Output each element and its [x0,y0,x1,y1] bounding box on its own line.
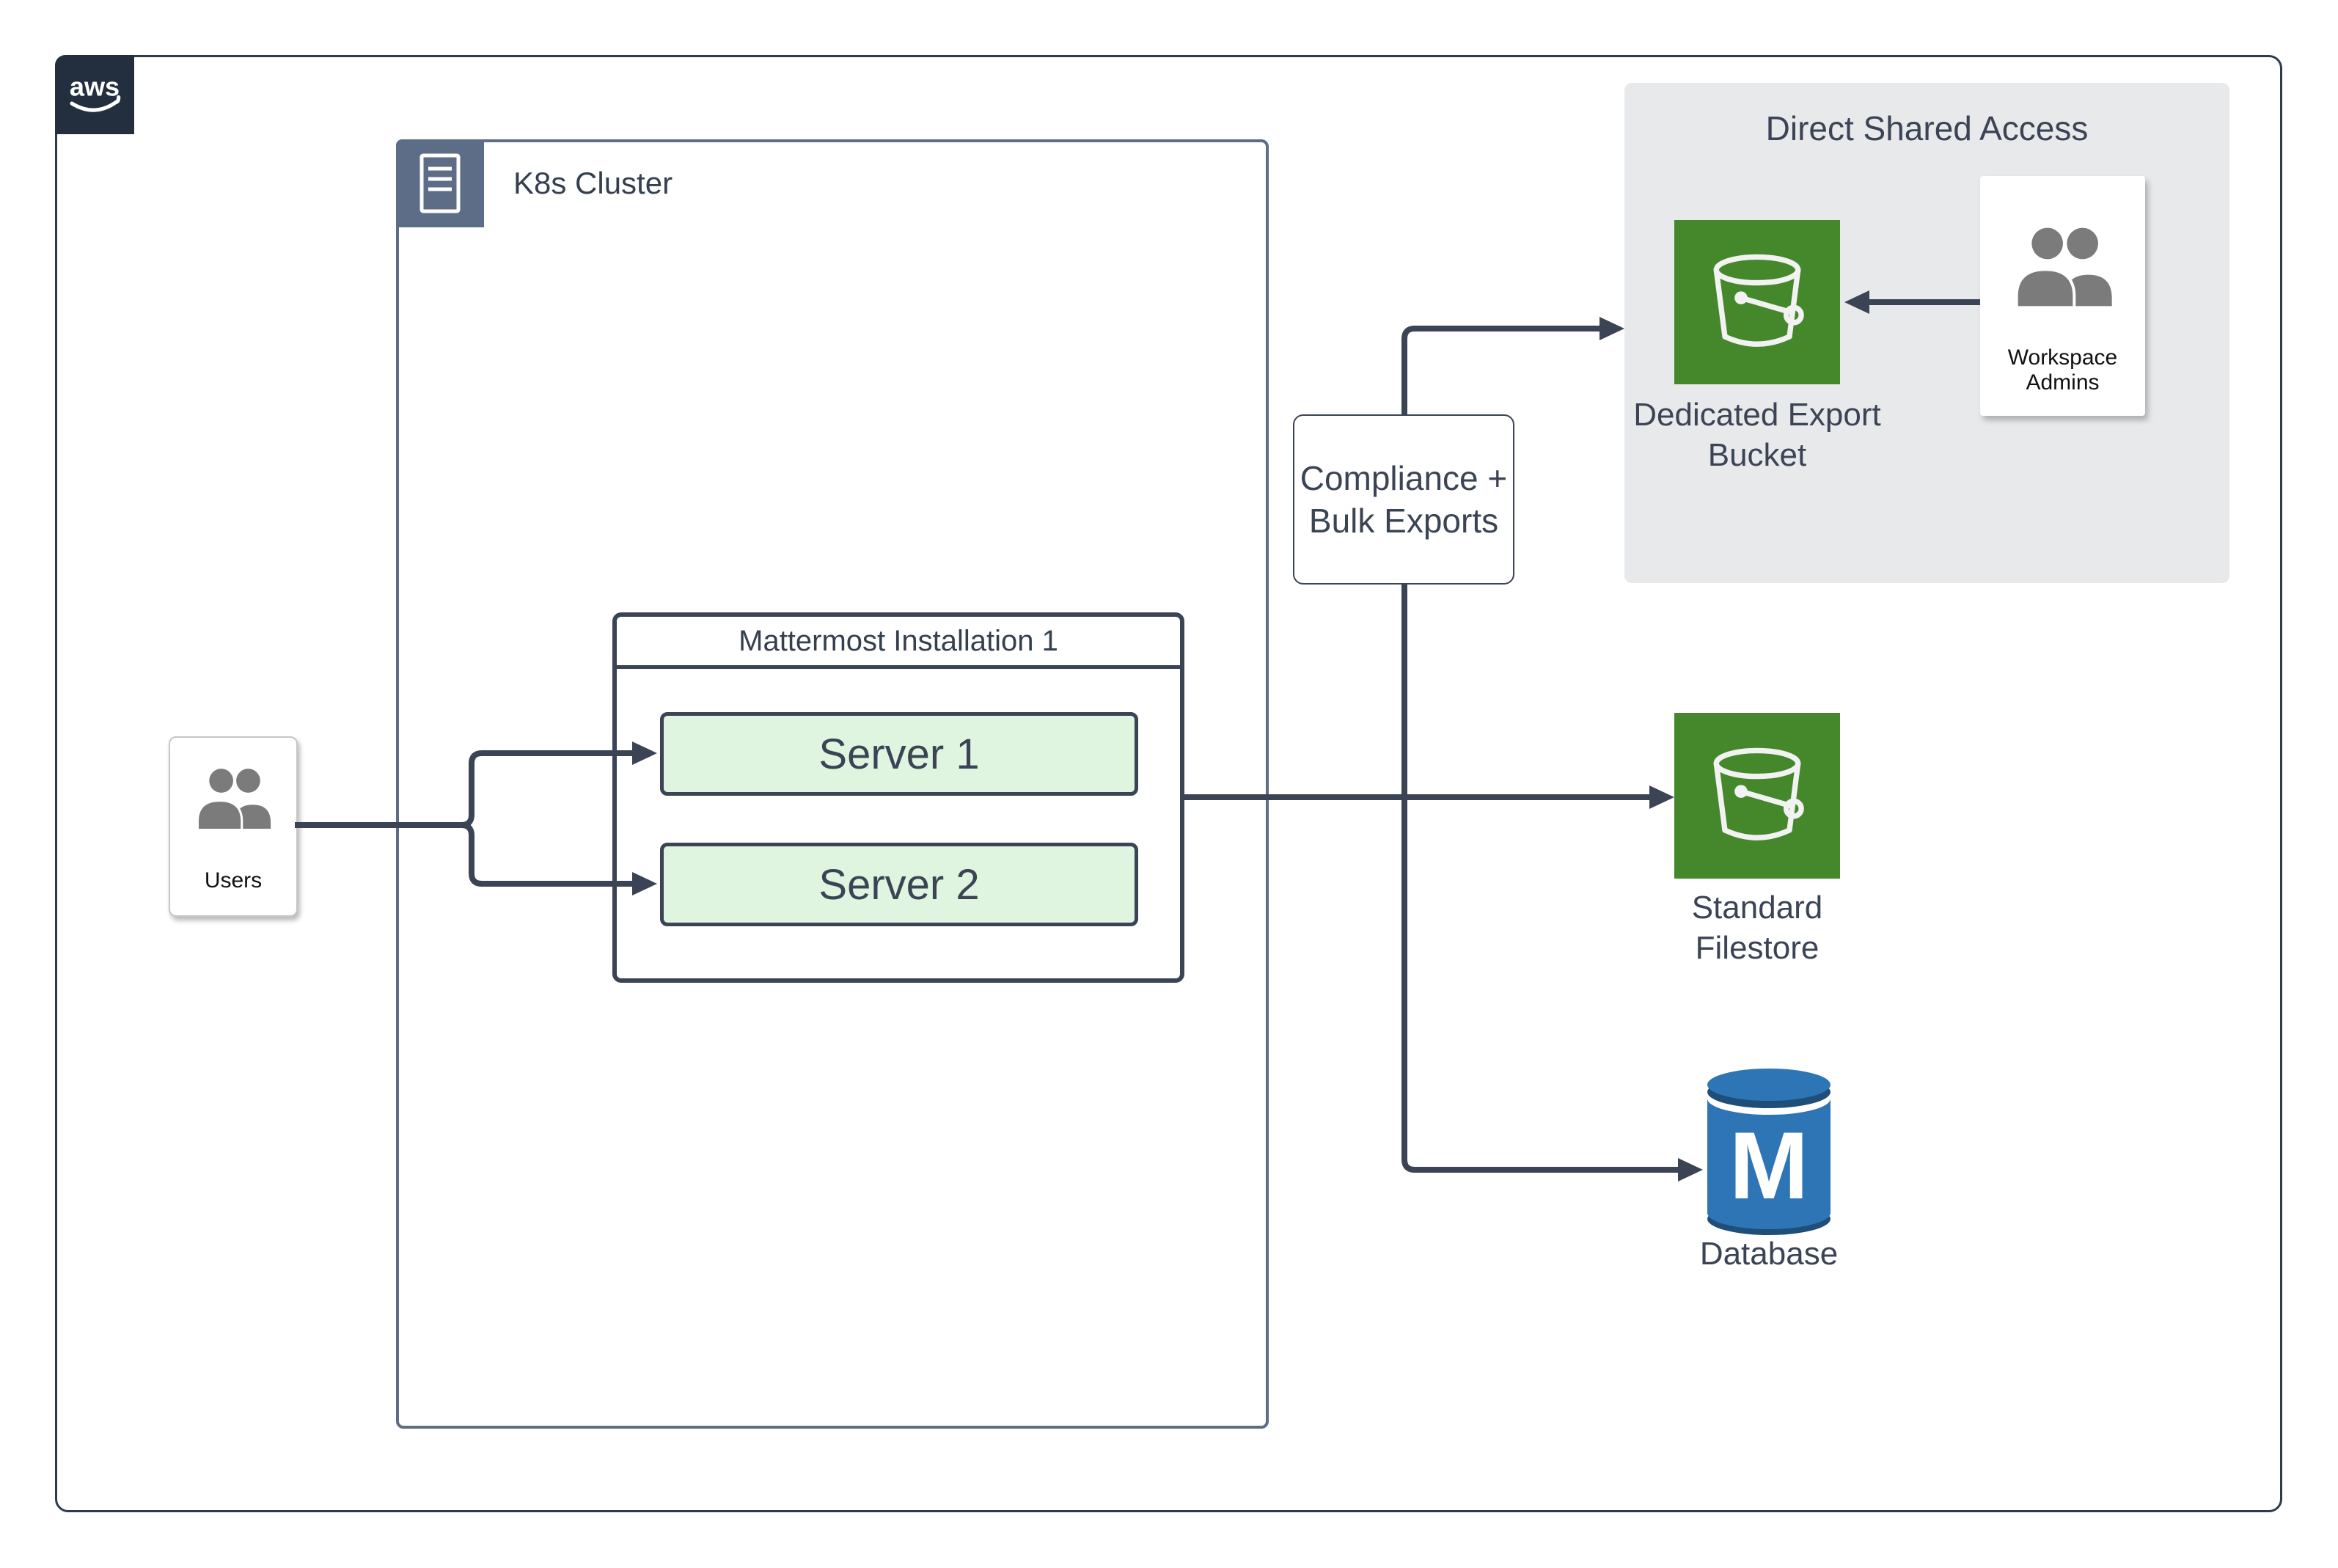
k8s-cluster-badge [396,139,484,227]
users-icon [196,769,271,830]
users-label: Users [204,868,263,893]
s3-bucket-icon [1713,747,1804,840]
workspace-admins-label: Workspace Admins [2007,345,2118,395]
aws-logo-icon: aws [70,72,121,112]
dedicated-export-bucket-node [1674,220,1840,384]
database-label: Database [1699,1236,1839,1272]
server-2-label: Server 2 [818,860,980,909]
standard-filestore-node [1674,713,1840,879]
direct-shared-access-title: Direct Shared Access [1765,109,2089,147]
svg-text:aws: aws [70,72,120,102]
workspace-admins-icon [2015,227,2112,308]
svg-text:M: M [1729,1112,1809,1219]
server-rack-icon [419,153,461,213]
workspace-admins-card: Workspace Admins [1980,176,2145,416]
mattermost-installation-box: Mattermost Installation 1 Server 1 Serve… [612,612,1184,983]
mattermost-title: Mattermost Installation 1 [617,617,1180,669]
database-icon: M [1707,1069,1831,1235]
dedicated-export-bucket-label: Dedicated Export Bucket [1633,397,1881,473]
k8s-cluster-label: K8s Cluster [513,166,673,200]
aws-cloud-boundary [55,55,2282,1512]
standard-filestore-label: Standard Filestore [1691,890,1823,966]
compliance-label-line2: Bulk Exports [1308,502,1499,540]
users-card: Users [169,736,298,917]
compliance-bulk-exports-node: Compliance + Bulk Exports [1293,414,1514,585]
server-1-node: Server 1 [660,712,1138,796]
aws-logo-badge: aws [55,55,134,134]
s3-bucket-icon [1713,254,1804,347]
compliance-label-line1: Compliance + [1300,459,1508,497]
server-2-node: Server 2 [660,843,1138,926]
server-1-label: Server 1 [818,730,980,778]
